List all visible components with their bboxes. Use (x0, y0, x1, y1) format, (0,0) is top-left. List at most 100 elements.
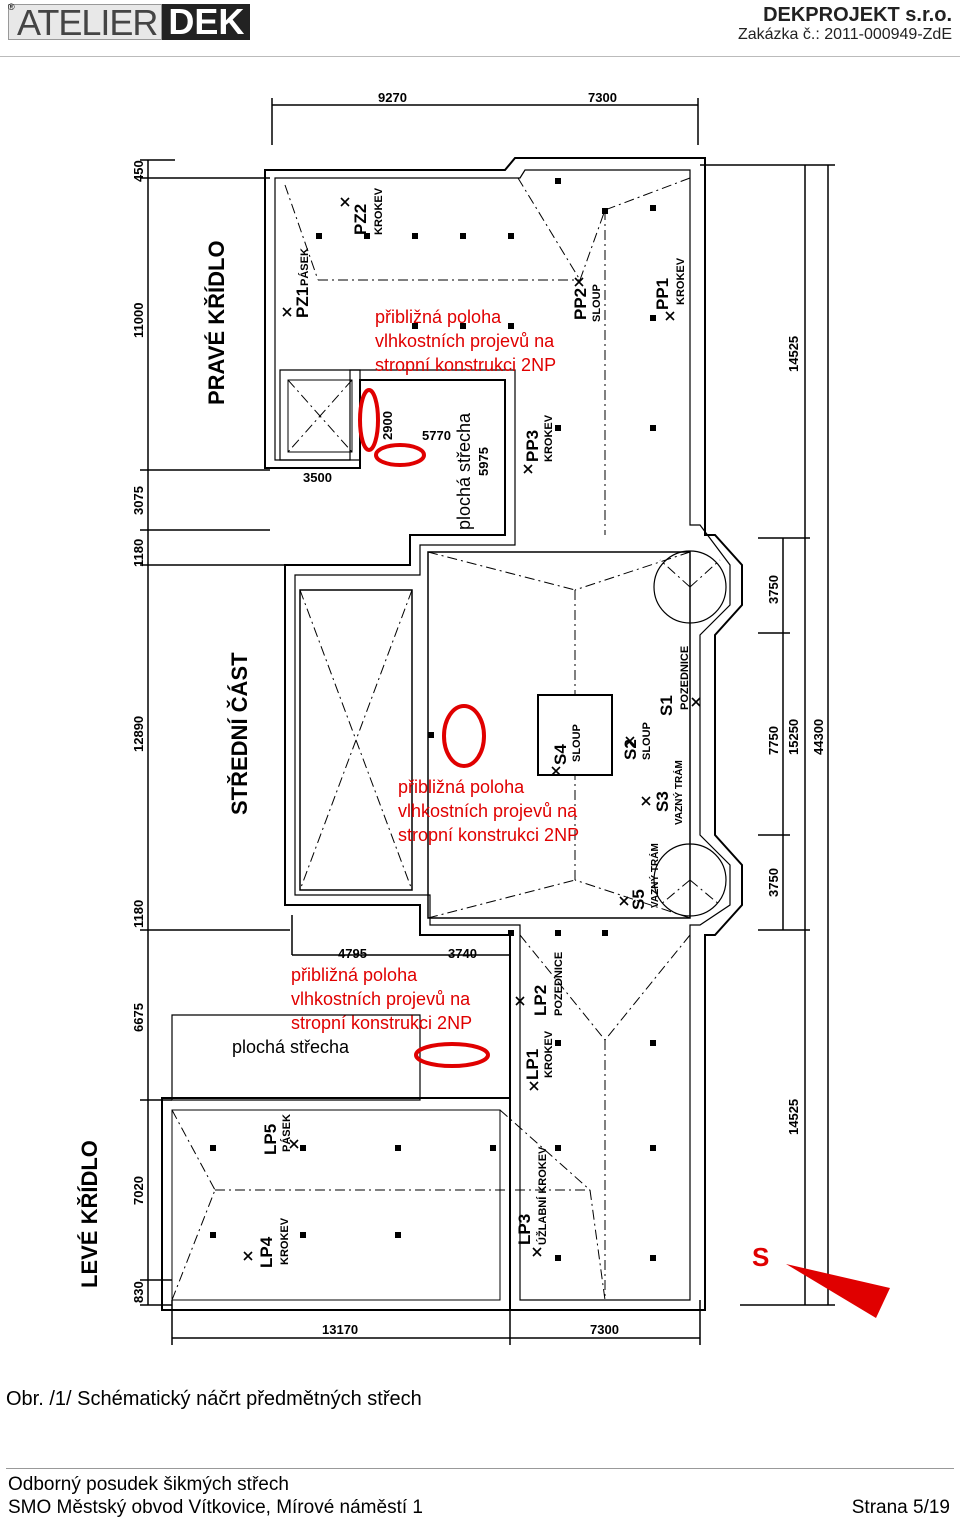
point-markers (243, 197, 701, 1261)
point-lp4: LP4 (257, 1236, 276, 1268)
company-name: DEKPROJEKT s.r.o. (763, 4, 952, 26)
svg-text:PP3: PP3 (523, 430, 542, 462)
highlight-ellipse-1 (358, 388, 380, 452)
dim-left-3: 1180 (131, 539, 146, 567)
point-lp2: LP2 (531, 985, 550, 1016)
svg-text:VAZNÝ TRÁM: VAZNÝ TRÁM (672, 760, 685, 825)
svg-text:PP1: PP1 (653, 278, 672, 310)
dim-right-4: 14525 (786, 1099, 801, 1135)
highlight-ellipse-2 (374, 443, 426, 467)
wing-left-label: LEVÉ KŘÍDLO (77, 1140, 102, 1288)
footer-doc-title: Odborný posudek šikmých střech (8, 1474, 289, 1495)
svg-text:KROKEV: KROKEV (675, 257, 687, 305)
dim-top-0: 9270 (378, 90, 407, 105)
dim-right-3: 3750 (766, 868, 781, 897)
point-s4: S4 (551, 744, 570, 765)
svg-text:POZEDNICE: POZEDNICE (679, 646, 691, 710)
svg-text:LP1: LP1 (523, 1049, 542, 1080)
svg-text:SLOUP: SLOUP (571, 724, 583, 762)
point-lp3: LP3 (515, 1214, 534, 1245)
dim-left-8: 830 (131, 1281, 146, 1303)
svg-text:KROKEV: KROKEV (373, 187, 385, 235)
roof-plan-drawing: 9270 7300 13170 7300 450 11000 3075 1180… (77, 90, 890, 1345)
footer-client: SMO Městský obvod Vítkovice, Mírové námě… (8, 1497, 423, 1518)
dim-left-2: 3075 (131, 486, 146, 515)
svg-text:POZEDNICE: POZEDNICE (553, 952, 565, 1016)
ridge-lines (171, 177, 721, 1301)
dim-inner-0: 3500 (303, 470, 332, 485)
logo-atelier: ATELIER (8, 4, 163, 41)
point-pp3-desc: KROKEV (543, 414, 555, 462)
note-1-line3: stropní konstrukci 2NP (375, 355, 556, 375)
highlight-ellipse-4 (414, 1042, 490, 1068)
footer-divider (6, 1468, 954, 1469)
point-pz2-desc: KROKEV (373, 187, 385, 235)
dim-inner-4: 4795 (338, 946, 367, 961)
highlight-ellipses (358, 388, 490, 1068)
svg-text:PÁSEK: PÁSEK (280, 1114, 293, 1152)
svg-text:ÚŽLABNÍ KROKEV: ÚŽLABNÍ KROKEV (536, 1146, 549, 1245)
svg-text:SLOUP: SLOUP (641, 722, 653, 760)
point-pp1: PP1 (653, 278, 672, 310)
note-3-line1: přibližná poloha (291, 965, 418, 985)
svg-text:S5: S5 (629, 889, 648, 910)
wing-labels: PRAVÉ KŘÍDLO STŘEDNÍ ČÁST LEVÉ KŘÍDLO (77, 240, 252, 1288)
svg-text:LP2: LP2 (531, 985, 550, 1016)
svg-text:SLOUP: SLOUP (591, 284, 603, 322)
dim-left-4: 12890 (131, 716, 146, 752)
dim-left-5: 1180 (131, 900, 146, 928)
note-3-line3: stropní konstrukci 2NP (291, 1013, 472, 1033)
annotation-notes: přibližná poloha vlhkostních projevů na … (291, 307, 579, 1033)
dim-right-0: 14525 (786, 336, 801, 372)
note-2-line1: přibližná poloha (398, 777, 525, 797)
dim-top-1: 7300 (588, 90, 617, 105)
dim-inner-5: 3740 (448, 946, 477, 961)
note-2-line3: stropní konstrukci 2NP (398, 825, 579, 845)
wing-right-label: PRAVÉ KŘÍDLO (204, 240, 229, 405)
svg-text:LP3: LP3 (515, 1214, 534, 1245)
page-header: ® ATELIER DEK DEKPROJEKT s.r.o. Zakázka … (0, 0, 960, 58)
point-s3: S3 (653, 791, 672, 812)
wing-middle-label: STŘEDNÍ ČÁST (227, 652, 252, 815)
svg-text:S1: S1 (657, 695, 676, 716)
north-arrow: S (752, 1242, 890, 1318)
dimension-labels: 9270 7300 13170 7300 450 11000 3075 1180… (131, 90, 826, 1337)
svg-text:LP4: LP4 (257, 1236, 276, 1268)
svg-text:S4: S4 (551, 744, 570, 765)
flat-roof-label-2: plochá střecha (232, 1037, 350, 1057)
point-lp1-desc: KROKEV (543, 1030, 555, 1078)
flat-roof-labels: plochá střecha plochá střecha (232, 412, 474, 1057)
atelier-dek-logo: ® ATELIER DEK (8, 2, 251, 41)
dim-right-6: 44300 (811, 719, 826, 755)
highlight-ellipse-3 (442, 704, 486, 768)
point-s3-desc: VAZNÝ TRÁM (672, 760, 685, 825)
point-pp2-desc: SLOUP (591, 284, 603, 322)
dim-left-6: 6675 (131, 1003, 146, 1032)
point-lp4-desc: KROKEV (279, 1217, 291, 1265)
figure-caption: Obr. /1/ Schématický náčrt předmětných s… (6, 1388, 422, 1410)
note-3-line2: vlhkostních projevů na (291, 989, 471, 1009)
dim-left-7: 7020 (131, 1176, 146, 1205)
note-1-line1: přibližná poloha (375, 307, 502, 327)
dim-bottom-0: 13170 (322, 1322, 358, 1337)
registered-mark: ® (8, 2, 15, 12)
point-pp3: PP3 (523, 430, 542, 462)
dim-left-1: 11000 (131, 303, 146, 338)
note-1-line2: vlhkostních projevů na (375, 331, 555, 351)
point-lp1: LP1 (523, 1049, 542, 1080)
point-s5-desc: VAZNÝ TRÁM (648, 843, 661, 908)
rafter-dots (210, 178, 656, 1261)
svg-text:VAZNÝ TRÁM: VAZNÝ TRÁM (648, 843, 661, 908)
north-letter: S (752, 1242, 769, 1272)
logo-dek: DEK (162, 4, 251, 40)
svg-text:S3: S3 (653, 791, 672, 812)
point-lp5: LP5 (261, 1124, 280, 1155)
header-divider (0, 56, 960, 57)
svg-text:PÁSEK: PÁSEK (298, 248, 311, 286)
dim-right-1: 3750 (766, 575, 781, 604)
note-2-line2: vlhkostních projevů na (398, 801, 578, 821)
order-number: Zakázka č.: 2011-000949-ZdE (737, 26, 952, 43)
point-pz2: PZ2 (351, 204, 370, 235)
dim-right-5: 15250 (786, 719, 801, 755)
